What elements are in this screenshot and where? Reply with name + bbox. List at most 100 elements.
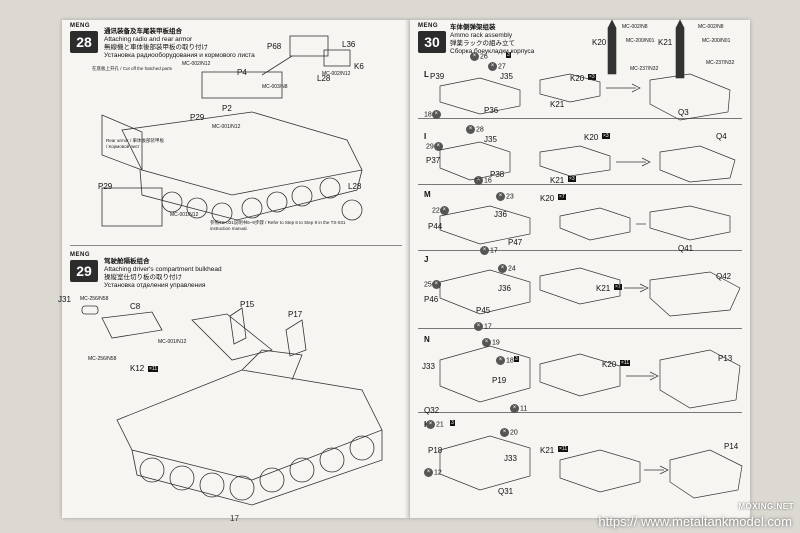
- part-label: Q32: [424, 406, 440, 415]
- page-number: 17: [230, 514, 239, 523]
- screw-code: MC-200/N01: [702, 38, 731, 44]
- step28-note: 在底板上开孔 / Cut off the hatched parts: [92, 66, 172, 71]
- screw-code: MC-200/N01: [626, 38, 655, 44]
- x-part: 29×: [426, 142, 444, 151]
- screw-code: MC-002/N8: [622, 24, 648, 30]
- watermark-url: https:// www.metaltankmodel.com: [598, 514, 792, 529]
- screw-code: MC-001/N12: [170, 212, 199, 218]
- row-letter-M: M: [424, 190, 431, 199]
- part-label: K21: [540, 446, 555, 455]
- part-label: K6: [354, 62, 364, 71]
- part-label: K20: [540, 194, 555, 203]
- part-label: J35: [484, 135, 497, 144]
- step-badge-30: 30: [418, 31, 446, 53]
- part-label: J33: [504, 454, 517, 463]
- step-badge-28: 28: [70, 31, 98, 53]
- screw-code: MC-003/N8: [262, 84, 288, 90]
- step29-title: 驾驶舱隔板组合 Attaching driver's compartment b…: [104, 258, 324, 290]
- row-divider: [418, 412, 742, 413]
- part-label: J33: [422, 362, 435, 371]
- quantity-badge: ×3: [602, 133, 610, 140]
- step30-title: 车体侧弹架组装 Ammo rack assembly 弾薬ラックの組み立て Сб…: [450, 24, 590, 56]
- quantity-badge: ×7: [558, 194, 566, 201]
- x-part: ×26: [470, 52, 488, 61]
- title-ru: Установка отделения управления: [104, 282, 206, 289]
- part-label: P4: [237, 68, 247, 77]
- row-letter-L: L: [424, 70, 429, 79]
- title-ja: 弾薬ラックの組み立て: [450, 40, 515, 47]
- part-label: Q31: [498, 487, 514, 496]
- brand-logo: MENG: [70, 252, 90, 258]
- row-letter-J: J: [424, 255, 429, 264]
- part-label: Q42: [716, 272, 732, 281]
- row-divider: [418, 328, 742, 329]
- title-en: Ammo rack assembly: [450, 32, 513, 39]
- part-label: P46: [424, 295, 439, 304]
- row-divider: [418, 118, 742, 119]
- part-label: P15: [240, 300, 255, 309]
- title-en: Attaching driver's compartment bulkhead: [104, 266, 222, 273]
- brand-logo: MENG: [418, 23, 438, 29]
- step28-reference-note: 参照TS-031说明书6~9步骤 / Refer to Step 6 to St…: [210, 220, 346, 231]
- part-label: K21: [596, 284, 611, 293]
- screw-code: MC-256/N58: [80, 296, 109, 302]
- part-label: P29: [190, 113, 205, 122]
- screw-code: MC-002/N8: [698, 24, 724, 30]
- quantity-badge: 3: [506, 52, 511, 59]
- right-manual-page: MENG 30 车体侧弹架组装 Ammo rack assembly 弾薬ラック…: [410, 19, 750, 518]
- title-en: Attaching radio and rear armor: [104, 36, 193, 43]
- title-ja: 操縦室仕切り板の取り付け: [104, 274, 182, 281]
- part-label: K21: [658, 38, 673, 47]
- x-part: ×19: [482, 338, 500, 347]
- part-label: P36: [484, 106, 499, 115]
- part-label: L36: [342, 40, 356, 49]
- row-letter-N: N: [424, 335, 430, 344]
- quantity-badge: ×3: [588, 74, 596, 81]
- part-label: J31: [58, 295, 71, 304]
- screw-code: MC-001/N12: [212, 124, 241, 130]
- part-label: C8: [130, 302, 141, 311]
- quantity-badge: ×11: [558, 446, 569, 453]
- title-ru: Установка радиооборудования и кормового …: [104, 52, 255, 59]
- watermark-site: MOXING.NET: [738, 502, 794, 511]
- x-part: ×18: [496, 356, 514, 365]
- part-label: Q41: [678, 244, 694, 253]
- x-part: ×28: [466, 125, 484, 134]
- row-letter-I: I: [424, 132, 427, 141]
- part-label: P44: [428, 222, 443, 231]
- screw-code: MC-237/N32: [630, 66, 659, 72]
- part-label: K20: [592, 38, 607, 47]
- x-part: ×27: [488, 62, 506, 71]
- x-part: ×12: [424, 468, 442, 477]
- title-ja: 無線機と車体後部装甲板の取り付け: [104, 44, 208, 51]
- part-label: P29: [98, 182, 113, 191]
- part-label: P17: [288, 310, 303, 319]
- part-label: P37: [426, 156, 441, 165]
- part-label: P45: [476, 306, 491, 315]
- screw-code: MC-002/N12: [322, 71, 351, 77]
- part-label: L28: [317, 74, 331, 83]
- part-label: K12: [130, 364, 145, 373]
- part-label: P19: [492, 376, 507, 385]
- x-part: ×17: [480, 246, 498, 255]
- step28-title: 通讯装备及车尾装甲板组合 Attaching radio and rear ar…: [104, 28, 304, 60]
- quantity-badge: ×11: [620, 360, 631, 367]
- ammo-rack-illustrations: [439, 73, 743, 499]
- quantity-badge: ×11: [148, 366, 159, 372]
- screw-code: MC-002/N12: [182, 61, 211, 67]
- step28-illustration: [101, 35, 363, 227]
- x-part: ×21: [426, 420, 444, 429]
- quantity-badge: ×7: [614, 284, 622, 291]
- x-part: ×16: [474, 176, 492, 185]
- part-label: P13: [718, 354, 733, 363]
- part-label: K20: [584, 133, 599, 142]
- x-part: ×24: [498, 264, 516, 273]
- x-part: ×20: [500, 428, 518, 437]
- screw-code: MC-001/N12: [158, 339, 187, 345]
- screw-code: MC-237/N32: [706, 60, 735, 66]
- part-label: J35: [500, 72, 513, 81]
- title-zh: 驾驶舱隔板组合: [104, 258, 150, 265]
- quantity-badge: 3: [450, 420, 455, 427]
- part-label: K20: [570, 74, 585, 83]
- x-part: 22×: [432, 206, 450, 215]
